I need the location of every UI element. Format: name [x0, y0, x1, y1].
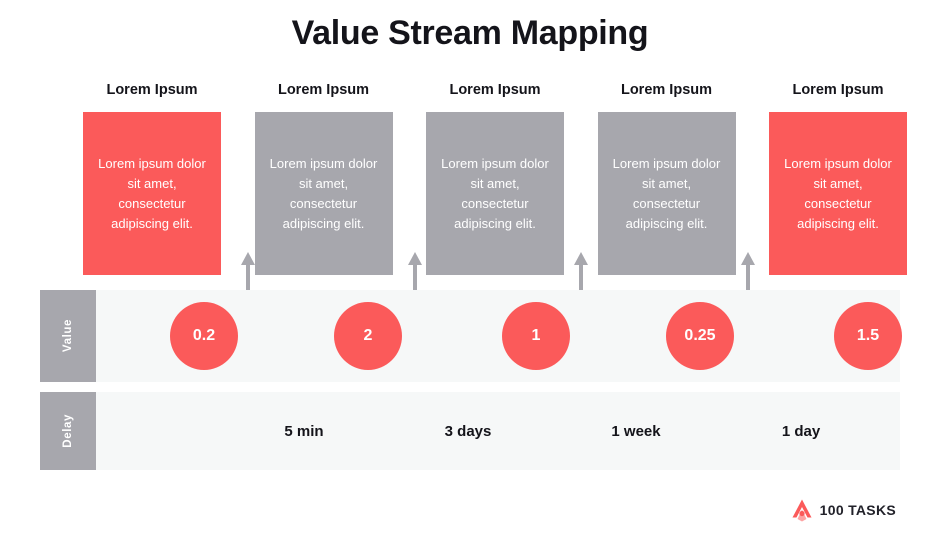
logo-text: 100 TASKS — [819, 502, 896, 518]
delay-band: Delay 5 min 3 days 1 week 1 day — [40, 392, 900, 470]
delay-value: 1 week — [611, 423, 661, 440]
value-circle[interactable]: 1.5 — [834, 302, 902, 370]
process-column-1: Lorem Ipsum Lorem ipsum dolor sit amet, … — [83, 80, 221, 280]
page-title: Value Stream Mapping — [291, 14, 649, 52]
arrow-head — [408, 252, 422, 265]
process-columns: Lorem Ipsum Lorem ipsum dolor sit amet, … — [83, 80, 907, 280]
process-card-text: Lorem ipsum dolor sit amet, consectetur … — [784, 155, 892, 231]
process-column-2: Lorem Ipsum Lorem ipsum dolor sit amet, … — [254, 80, 393, 280]
column-header: Lorem Ipsum — [106, 82, 198, 98]
value-circle[interactable]: 0.2 — [170, 302, 238, 370]
value-circle[interactable]: 2 — [334, 302, 402, 370]
delay-band-label-text: Delay — [62, 414, 74, 448]
process-card[interactable]: Lorem ipsum dolor sit amet, consectetur … — [769, 112, 907, 275]
column-header: Lorem Ipsum — [620, 82, 713, 98]
process-card-text: Lorem ipsum dolor sit amet, consectetur … — [269, 155, 378, 231]
process-card[interactable]: Lorem ipsum dolor sit amet, consectetur … — [254, 112, 393, 275]
process-card[interactable]: Lorem ipsum dolor sit amet, consectetur … — [597, 112, 736, 275]
process-card-text: Lorem ipsum dolor sit amet, consectetur … — [98, 155, 206, 231]
process-column-5: Lorem Ipsum Lorem ipsum dolor sit amet, … — [769, 80, 907, 280]
arrow-head — [574, 252, 588, 265]
process-column-3: Lorem Ipsum Lorem ipsum dolor sit amet, … — [426, 80, 564, 280]
value-band-label-text: Value — [62, 319, 74, 353]
column-header: Lorem Ipsum — [277, 82, 370, 98]
delay-band-label: Delay — [40, 392, 96, 470]
column-header: Lorem Ipsum — [449, 82, 541, 98]
delay-value: 1 day — [781, 423, 821, 440]
value-band: Value 0.2 2 1 0.25 1.5 — [40, 290, 902, 382]
value-band-content: 0.2 2 1 0.25 1.5 — [96, 290, 902, 382]
process-card[interactable]: Lorem ipsum dolor sit amet, consectetur … — [426, 112, 564, 275]
delay-band-content: 5 min 3 days 1 week 1 day — [96, 392, 900, 470]
process-card-text: Lorem ipsum dolor sit amet, consectetur … — [612, 155, 721, 231]
footer-logo: 100 TASKS — [791, 498, 896, 522]
value-circle[interactable]: 0.25 — [666, 302, 734, 370]
value-circle[interactable]: 1 — [502, 302, 570, 370]
process-card[interactable]: Lorem ipsum dolor sit amet, consectetur … — [83, 112, 221, 275]
arrow-head — [241, 252, 255, 265]
delay-value: 3 days — [444, 423, 492, 440]
process-column-4: Lorem Ipsum Lorem ipsum dolor sit amet, … — [597, 80, 736, 280]
arrow-head — [741, 252, 755, 265]
column-header: Lorem Ipsum — [792, 82, 884, 98]
delay-value: 5 min — [284, 423, 324, 440]
value-band-label: Value — [40, 290, 96, 382]
100-tasks-logo-icon — [792, 499, 812, 522]
process-card-text: Lorem ipsum dolor sit amet, consectetur … — [441, 155, 549, 231]
